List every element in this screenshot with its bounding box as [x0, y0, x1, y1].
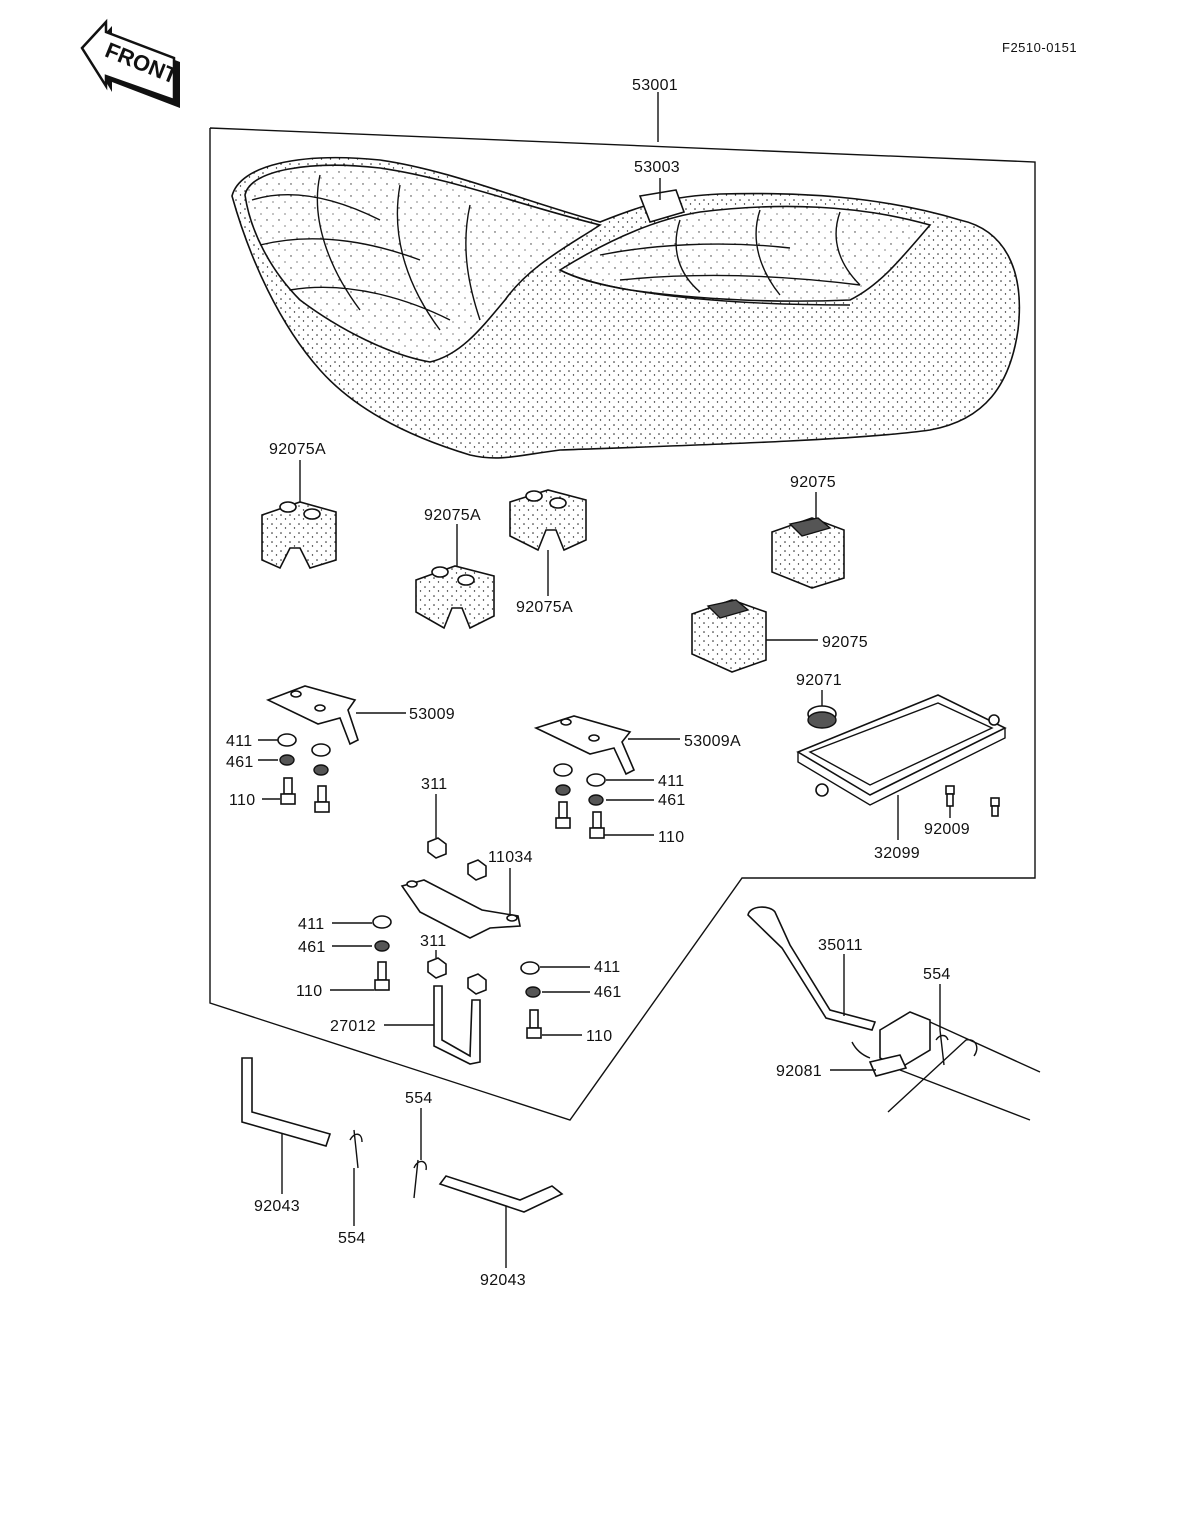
- damper-92075-right-upper: [771, 517, 845, 589]
- bracket-11034: [400, 879, 521, 939]
- label-110-center: 110: [658, 829, 684, 846]
- label-32099: 32099: [874, 845, 920, 862]
- label-311-lower: 311: [420, 933, 446, 950]
- front-arrow-icon: FRONT: [80, 18, 182, 108]
- label-461-center: 461: [658, 792, 686, 809]
- label-92043-right: 92043: [480, 1272, 526, 1289]
- damper-92075a-left: [261, 501, 337, 570]
- bracket-53009: [265, 685, 359, 746]
- screw-92009: [945, 785, 1000, 817]
- damper-92075a-center-lower: [415, 565, 495, 630]
- pin-554-mid: [413, 1159, 427, 1199]
- label-53009a: 53009A: [684, 733, 741, 750]
- label-53001: 53001: [632, 77, 678, 94]
- label-411-lower-right: 411: [594, 959, 620, 976]
- label-27012: 27012: [330, 1018, 376, 1035]
- label-311-upper: 311: [421, 776, 447, 793]
- pin-554-left: [349, 1129, 363, 1169]
- label-411-lower-left: 411: [298, 916, 324, 933]
- hardware-lower: [372, 915, 542, 1065]
- label-92081: 92081: [776, 1063, 822, 1080]
- damper-92075-right-lower: [691, 599, 767, 673]
- rod-92043-right: [438, 1175, 564, 1213]
- label-554-right: 554: [923, 966, 951, 983]
- label-53009: 53009: [409, 706, 455, 723]
- label-411-center: 411: [658, 773, 684, 790]
- label-92075-right-lower: 92075: [822, 634, 868, 651]
- label-92043-left: 92043: [254, 1198, 300, 1215]
- leader-lines: [258, 92, 951, 1268]
- label-554-mid: 554: [405, 1090, 433, 1107]
- seat-lock-assembly: [747, 906, 1041, 1121]
- label-53003: 53003: [634, 159, 680, 176]
- grommet-92071: [807, 705, 837, 729]
- hardware-center: [427, 763, 606, 881]
- tray-32099: [796, 694, 1007, 806]
- label-461-left: 461: [226, 754, 254, 771]
- kit-outline: [209, 127, 1036, 1121]
- figure-code: F2510-0151: [1002, 40, 1077, 55]
- label-92009: 92009: [924, 821, 970, 838]
- rod-92043-left: [241, 1057, 332, 1147]
- label-110-lower-left: 110: [296, 983, 322, 1000]
- label-554-left: 554: [338, 1230, 366, 1247]
- label-35011: 35011: [818, 937, 863, 954]
- label-92075a-left: 92075A: [269, 441, 326, 458]
- bracket-53009a: [533, 715, 636, 776]
- label-110-left: 110: [229, 792, 255, 809]
- seat-illustration: [231, 156, 1021, 459]
- damper-92075a-center-upper: [509, 489, 587, 552]
- label-92075a-center-upper: 92075A: [424, 507, 481, 524]
- label-461-lower-left: 461: [298, 939, 326, 956]
- label-11034: 11034: [488, 849, 533, 866]
- label-92075-right-upper: 92075: [790, 474, 836, 491]
- label-110-lower-right: 110: [586, 1028, 612, 1045]
- label-411-left: 411: [226, 733, 252, 750]
- label-461-lower-right: 461: [594, 984, 622, 1001]
- label-92071: 92071: [796, 672, 842, 689]
- label-92075a-center-lower: 92075A: [516, 599, 573, 616]
- hardware-left: [277, 733, 331, 813]
